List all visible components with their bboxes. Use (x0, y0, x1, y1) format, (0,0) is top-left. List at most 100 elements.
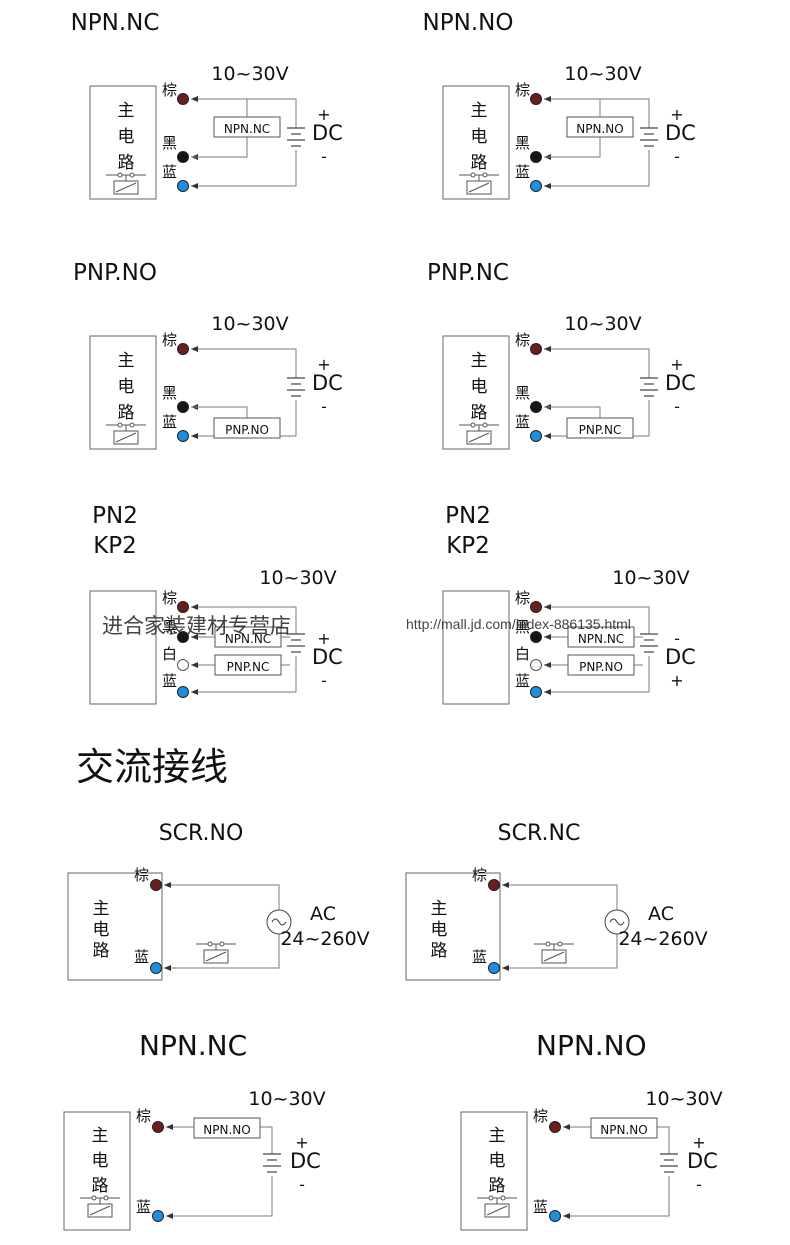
wire-arrow (544, 346, 551, 352)
minus-sign: - (299, 1175, 305, 1194)
wire-arrow (191, 346, 198, 352)
terminal-blue (530, 686, 542, 698)
voltage-label: 10~30V (564, 313, 641, 335)
terminal-brown (530, 601, 542, 613)
wire-label-brown: 棕 (472, 866, 487, 884)
wire (191, 150, 297, 187)
terminal-blue (488, 962, 500, 974)
ac-wave-icon (271, 918, 287, 926)
relay-contact (207, 941, 213, 947)
main-circuit-char: 主 (471, 351, 488, 371)
terminal-white (530, 659, 542, 671)
wire (166, 1176, 273, 1217)
wire (164, 934, 280, 969)
main-circuit-char: 主 (92, 1126, 109, 1146)
dc-label: DC (312, 645, 343, 669)
main-circuit-box (67, 872, 163, 981)
sensor-switch-2-box (567, 654, 635, 676)
relay-coil-slash (205, 951, 227, 962)
main-circuit-char: 电 (93, 920, 110, 940)
main-circuit-box (442, 85, 510, 200)
wire-arrow (544, 689, 551, 695)
wire-label-brown: 棕 (162, 81, 177, 99)
relay-coil-slash (486, 1205, 508, 1216)
shop-watermark: 进合家装建材专营店 (102, 614, 291, 638)
relay-contact (91, 1195, 97, 1201)
minus-sign: - (321, 147, 327, 166)
main-circuit-char: 电 (471, 377, 488, 397)
minus-sign: - (696, 1175, 702, 1194)
diagram-title: NPN.NC (71, 10, 160, 36)
relay-coil-slash (89, 1205, 111, 1216)
plus-sign: + (692, 1133, 705, 1152)
main-circuit-char: 路 (431, 941, 448, 961)
diagram-title: NPN.NC (139, 1029, 247, 1062)
minus-sign: - (321, 397, 327, 416)
wire-label-blue: 蓝 (136, 1198, 151, 1216)
main-circuit-box (442, 590, 510, 705)
wire-label-brown: 棕 (136, 1107, 151, 1125)
wire (544, 348, 650, 378)
terminal-white (177, 659, 189, 671)
voltage-label: 10~30V (612, 567, 689, 589)
voltage-label: 10~30V (211, 313, 288, 335)
relay-contact (500, 1195, 506, 1201)
wire (191, 348, 297, 378)
wire (191, 606, 297, 634)
wire-label-blue: 蓝 (162, 163, 177, 181)
sensor-switch-2-box (214, 654, 282, 676)
relay-contact (117, 422, 123, 428)
wire-label-blue: 蓝 (472, 948, 487, 966)
diagram-title: PNP.NC (427, 260, 509, 286)
voltage-label: 10~30V (259, 567, 336, 589)
sensor-switch-1-label: NPN.NC (225, 632, 271, 646)
relay-coil-slash (543, 951, 565, 962)
main-circuit-char: 路 (93, 941, 110, 961)
wire-arrow (191, 689, 198, 695)
sensor-switch-label: NPN.NO (203, 1123, 250, 1137)
relay-contact (470, 172, 476, 178)
main-circuit-char: 主 (118, 351, 135, 371)
relay-contact (557, 941, 563, 947)
wire-label-black: 黑 (162, 384, 177, 402)
main-circuit-char: 路 (471, 403, 488, 423)
terminal-blue (530, 430, 542, 442)
relay-contact (117, 172, 123, 178)
wire (544, 98, 650, 128)
main-circuit-char: 电 (118, 127, 135, 147)
section-heading: 交流接线 (76, 745, 228, 789)
wire-label-blue: 蓝 (162, 413, 177, 431)
sensor-switch-label: PNP.NC (579, 423, 622, 437)
main-circuit-char: 路 (118, 403, 135, 423)
main-circuit-char: 主 (431, 899, 448, 919)
main-circuit-char: 路 (489, 1176, 506, 1196)
main-circuit-char: 电 (431, 920, 448, 940)
plus-sign: + (670, 671, 683, 690)
main-circuit-char: 路 (92, 1176, 109, 1196)
terminal-blue (150, 962, 162, 974)
main-circuit-char: 主 (471, 101, 488, 121)
wire-arrow (191, 183, 198, 189)
wire-arrow (191, 433, 198, 439)
wire (191, 406, 248, 418)
main-circuit-char: 主 (118, 101, 135, 121)
sensor-switch-label: NPN.NO (600, 1123, 647, 1137)
wire-arrow (544, 433, 551, 439)
dc-label: DC (665, 371, 696, 395)
wire (260, 1126, 273, 1154)
sensor-switch-box (566, 116, 634, 138)
terminal-brown (177, 601, 189, 613)
wire (191, 656, 297, 693)
terminal-black (177, 631, 189, 643)
voltage-label: 10~30V (248, 1088, 325, 1110)
wire (544, 406, 601, 418)
relay-contact (470, 422, 476, 428)
diagram-title: NPN.NO (423, 10, 514, 36)
diagram-title: SCR.NO (159, 821, 244, 846)
